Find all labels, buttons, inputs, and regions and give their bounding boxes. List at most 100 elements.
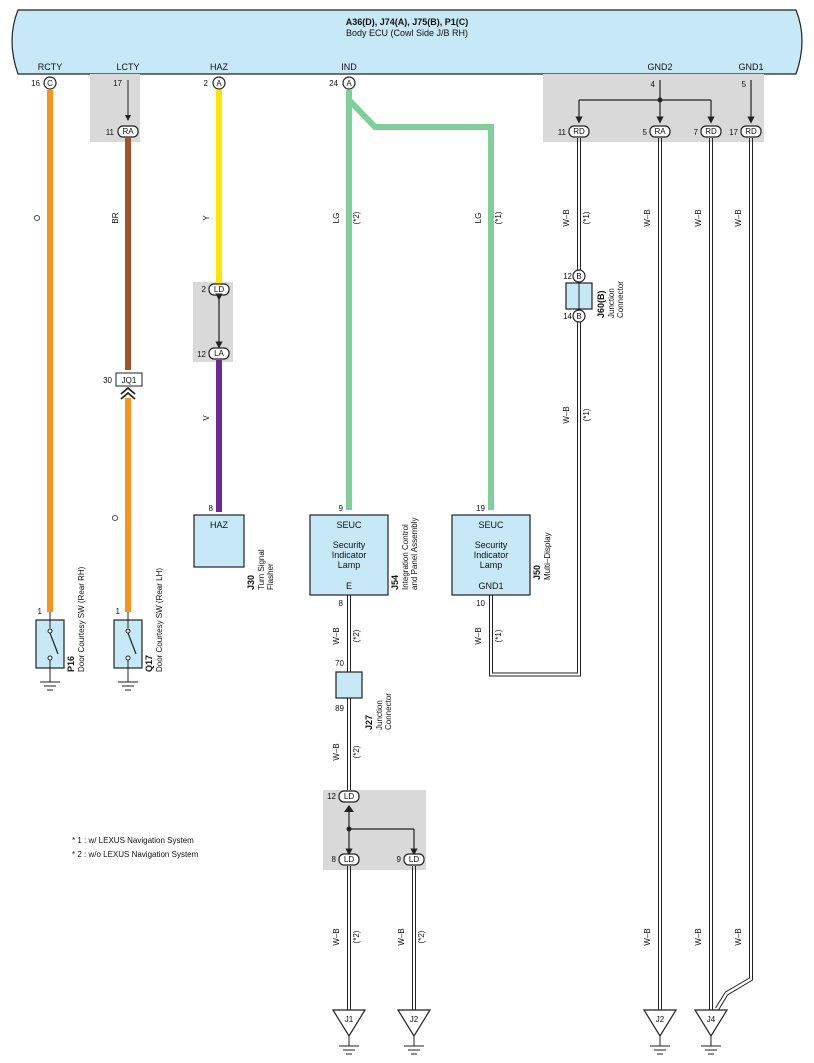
svg-text:JQ1: JQ1: [122, 376, 137, 385]
pin-label-gnd2: GND2: [647, 62, 672, 72]
wire-ra5: W–B W–B: [643, 138, 662, 1010]
wire-code-wb-rd17-a: W–B: [734, 209, 743, 226]
pin-label-rcty: RCTY: [38, 62, 63, 72]
j60-label: J60(B) Junction Connector: [596, 281, 625, 318]
svg-text:LD: LD: [409, 855, 419, 864]
wire-note-n2-ld8: (*2): [352, 930, 361, 943]
wire-code-wb-rd17-b: W–B: [734, 928, 743, 945]
j54-label: J54 Integration Control and Panel Assemb…: [390, 518, 419, 591]
svg-text:Q17: Q17: [144, 655, 154, 672]
svg-text:RD: RD: [705, 127, 717, 136]
svg-text:B: B: [576, 312, 581, 321]
body-ecu: A36(D), J74(A), J75(B), P1(C) Body ECU (…: [11, 9, 803, 75]
svg-text:Lamp: Lamp: [338, 560, 361, 570]
wire-note-n2-j27: (*2): [352, 745, 361, 758]
svg-text:J4: J4: [707, 1015, 716, 1024]
svg-text:GND1: GND1: [478, 581, 503, 591]
footnotes: * 1 : w/ LEXUS Navigation System * 2 : w…: [72, 836, 199, 859]
footnote-2: * 2 : w/o LEXUS Navigation System: [72, 850, 199, 859]
j50-pin-top: 19: [476, 504, 485, 513]
wire-code-br: BR: [111, 212, 120, 223]
wire-code-wb-j54: W–B: [332, 627, 341, 644]
wire-rd17: W–B W–B: [715, 138, 753, 1011]
j50-pin-bottom: 10: [476, 599, 485, 608]
j27-pin-top: 70: [335, 659, 344, 668]
connector-ld-8: LD: [338, 853, 360, 866]
connector-rcty: C: [43, 76, 57, 90]
pin-num-ind: 24: [329, 79, 338, 88]
svg-text:RD: RD: [745, 127, 757, 136]
ground-symbol: [40, 681, 60, 691]
connector-la-12: LA: [208, 347, 230, 360]
svg-text:RA: RA: [122, 127, 134, 136]
svg-text:C: C: [47, 79, 53, 88]
connector-ra-top: RA: [117, 125, 139, 138]
pin-num-lcty: 17: [113, 79, 122, 88]
ground-point-j4: J4: [693, 1009, 729, 1055]
wire-ld9-ground: W–B (*2): [397, 866, 426, 1010]
svg-text:B: B: [576, 272, 581, 281]
wire-code-wb-rd11: W–B: [562, 209, 571, 226]
pin-num-ld-8: 8: [332, 855, 337, 864]
door-courtesy-switch-lh: [113, 612, 143, 691]
j30-label: J30 Turn Signal Flasher: [246, 549, 275, 590]
svg-text:J54: J54: [390, 575, 400, 590]
svg-text:A: A: [216, 79, 222, 88]
svg-text:J2: J2: [410, 1015, 419, 1024]
svg-text:RA: RA: [654, 127, 666, 136]
svg-text:Junction: Junction: [375, 700, 384, 730]
pin-label-haz: HAZ: [210, 62, 229, 72]
connector-ld-12: LD: [338, 790, 360, 803]
junction-splice-ld: [344, 805, 418, 856]
wire-note-n2-ld9: (*2): [417, 930, 426, 943]
p16-label: P16 Door Courtesy SW (Rear RH): [66, 566, 86, 672]
pin-label-lcty: LCTY: [116, 62, 139, 72]
footnote-1: * 1 : w/ LEXUS Navigation System: [72, 836, 194, 845]
j50-label: J50 Multi–Display: [532, 532, 552, 580]
svg-text:LA: LA: [214, 349, 224, 358]
svg-text:Indicator: Indicator: [332, 550, 367, 560]
wire-code-wb-rd7-b: W–B: [694, 928, 703, 945]
wire-code-v: V: [202, 415, 211, 421]
wire-haz-yellow: Y: [202, 90, 222, 284]
wire-note-n1-j50: (*1): [494, 629, 503, 642]
pin-num-jq1: 30: [103, 376, 112, 385]
turn-signal-flasher: HAZ: [193, 514, 245, 568]
svg-text:J2: J2: [656, 1015, 665, 1024]
wire-lcty-lower: O: [111, 398, 131, 612]
j30-pin: 8: [209, 504, 214, 513]
wire-note-n1-j60: (*1): [582, 408, 591, 421]
pin-num-rd-11: 11: [558, 128, 567, 137]
ground-symbol: [118, 681, 138, 691]
svg-text:Connector: Connector: [384, 693, 393, 730]
wire-code-y: Y: [202, 215, 211, 221]
wire-note-n2-a: (*2): [352, 211, 361, 224]
svg-text:J30: J30: [246, 575, 256, 590]
j54-pin-bottom: 8: [339, 599, 344, 608]
j54-pin-top: 9: [339, 504, 344, 513]
svg-text:Indicator: Indicator: [474, 550, 509, 560]
wire-code-lg-a: LG: [332, 213, 341, 224]
p16-pin: 1: [38, 607, 43, 616]
wire-j27-down: W–B (*2): [332, 698, 361, 790]
ecu-subtitle: Body ECU (Cowl Side J/B RH): [346, 28, 468, 38]
pin-num-ra-5: 5: [643, 128, 648, 137]
wire-rd7: W–B W–B: [694, 138, 713, 1010]
connector-ind: A: [342, 76, 356, 90]
svg-text:LD: LD: [344, 855, 354, 864]
svg-text:Integration Control: Integration Control: [401, 524, 410, 590]
svg-text:RD: RD: [573, 127, 585, 136]
svg-text:LD: LD: [344, 792, 354, 801]
svg-text:J1: J1: [345, 1015, 354, 1024]
connector-ld-9: LD: [403, 853, 425, 866]
wire-code-o-rh: O: [33, 215, 42, 221]
connector-j60-b14: B: [572, 309, 586, 323]
ecu-title: A36(D), J74(A), J75(B), P1(C): [346, 17, 469, 27]
pin-num-rd-7: 7: [694, 128, 699, 137]
wire-code-wb-j50: W–B: [474, 627, 483, 644]
q17-pin: 1: [116, 607, 121, 616]
ground-point-j2-left: J2: [396, 1009, 432, 1055]
pin-num-haz: 2: [204, 79, 209, 88]
svg-text:LD: LD: [214, 285, 224, 294]
wire-haz-violet: V: [202, 360, 222, 512]
